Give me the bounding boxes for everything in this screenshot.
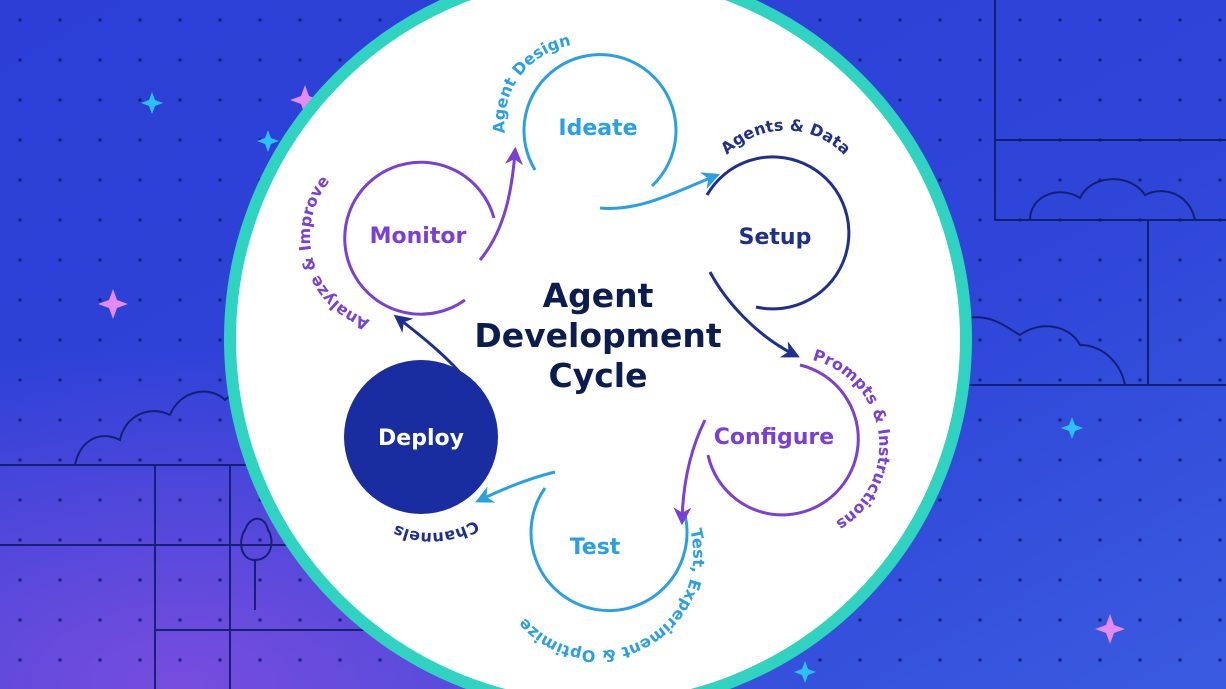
- sparkle-icon: [290, 85, 320, 115]
- sparkle-icon: [141, 92, 163, 114]
- configure-loop: [706, 363, 860, 517]
- deploy-label: Deploy: [378, 426, 464, 451]
- test-label: Test: [570, 535, 621, 560]
- center-title-line-1: Agent: [543, 276, 654, 315]
- sparkle-icon: [257, 130, 279, 152]
- ideate-to-setup-arrow: [599, 172, 721, 210]
- monitor-label: Monitor: [370, 224, 467, 249]
- setup-loop: [705, 155, 851, 311]
- right-building-lineart: [959, 0, 1226, 386]
- configure-label: Configure: [714, 425, 834, 450]
- center-title-line-2: Development: [474, 316, 722, 355]
- deploy-circle: [344, 360, 498, 514]
- sparkle-icons: [98, 85, 1125, 683]
- setup-label: Setup: [739, 225, 812, 250]
- sparkle-icon: [794, 661, 816, 683]
- ideate-label: Ideate: [558, 116, 637, 141]
- monitor-to-ideate-arrow: [478, 146, 523, 261]
- sparkle-icon: [1061, 417, 1083, 439]
- setup-to-configure-arrow: [708, 271, 800, 358]
- monitor-loop: [343, 160, 496, 316]
- ideate-loop: [522, 53, 678, 188]
- test-loop: [529, 487, 689, 613]
- center-title-line-3: Cycle: [549, 356, 648, 395]
- deploy-to-monitor-arrow: [393, 314, 464, 376]
- sparkle-icon: [1095, 614, 1125, 644]
- test-to-deploy-arrow: [475, 470, 556, 503]
- sparkle-icon: [98, 289, 128, 319]
- cycle-disc: [224, 0, 972, 689]
- configure-to-test-arrow: [673, 419, 707, 526]
